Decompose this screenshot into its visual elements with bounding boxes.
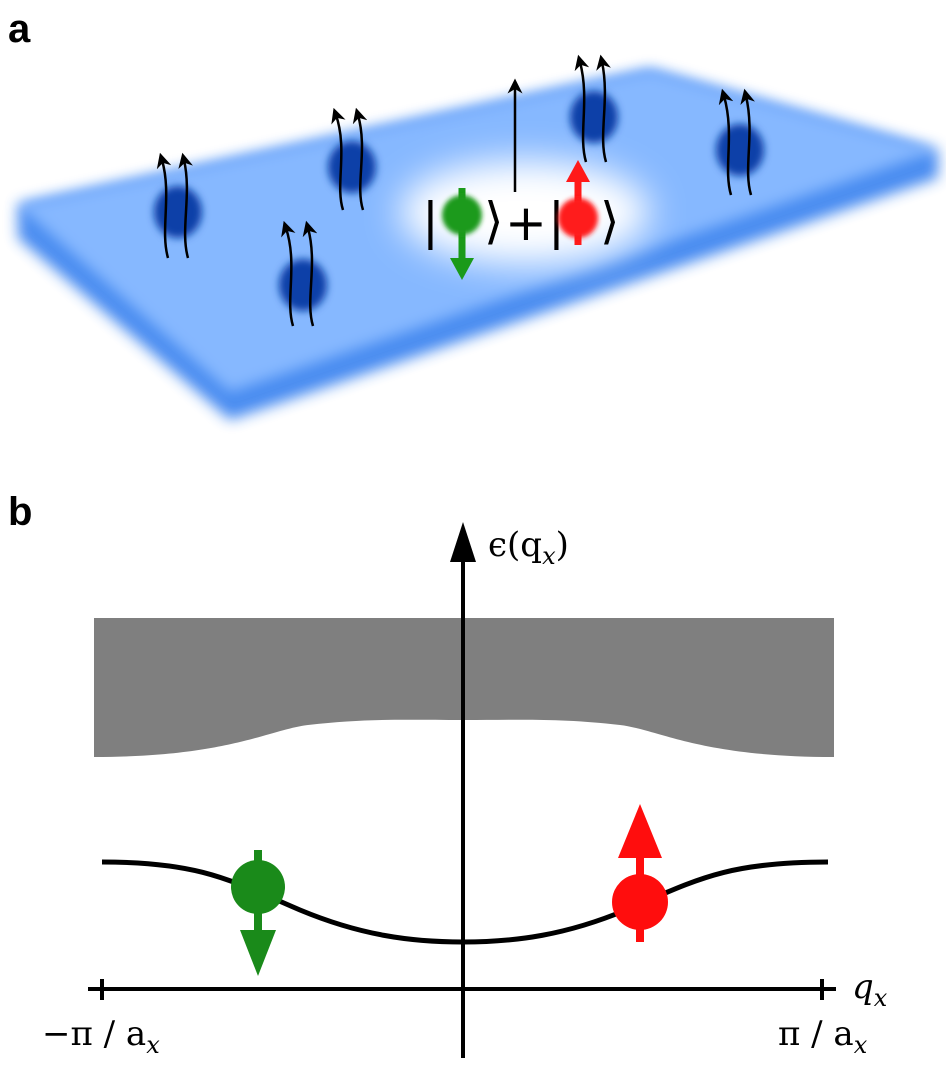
spin-up-arrow bbox=[352, 107, 368, 211]
spin-up-arrow bbox=[178, 152, 193, 259]
site-5 bbox=[716, 88, 764, 196]
site-3 bbox=[328, 107, 376, 211]
x-tick-left-label: −π / ax bbox=[42, 1014, 160, 1059]
panel-b-label: b bbox=[8, 490, 32, 534]
ket-close-up: ⟩ bbox=[600, 192, 620, 250]
spin-down-ball bbox=[442, 188, 482, 280]
spin-up-arrow bbox=[740, 88, 755, 196]
ket-open-down: | bbox=[422, 192, 439, 250]
x-tick-right-label: π / ax bbox=[778, 1014, 868, 1059]
y-axis-label: ϵ(qx) bbox=[488, 525, 569, 570]
panel-a-label: a bbox=[8, 7, 31, 51]
ket-close-down: ⟩ bbox=[484, 192, 504, 250]
x-axis-label: qx bbox=[852, 967, 888, 1012]
x-axis bbox=[88, 979, 836, 1000]
site-1 bbox=[154, 152, 202, 259]
y-axis bbox=[450, 522, 476, 1058]
spin-up-arrow bbox=[156, 152, 172, 259]
site-4 bbox=[570, 54, 618, 163]
spin-up-arrow bbox=[302, 220, 318, 327]
ket-open-up: | bbox=[548, 192, 565, 250]
lattice-plane bbox=[18, 70, 938, 420]
spin-up-ball bbox=[558, 160, 598, 245]
spin-up-arrow bbox=[331, 107, 346, 211]
ket-plus: + bbox=[505, 194, 547, 252]
spin-down-quasiparticle bbox=[231, 850, 285, 976]
site-2 bbox=[279, 220, 327, 327]
spin-up-arrow bbox=[596, 54, 611, 163]
superposition-state: | ⟩ + | ⟩ bbox=[422, 78, 620, 280]
spin-up-arrow bbox=[718, 88, 734, 196]
spin-up-arrow bbox=[574, 54, 590, 163]
spin-up-quasiparticle bbox=[612, 804, 668, 942]
spin-up-arrow bbox=[281, 220, 296, 327]
